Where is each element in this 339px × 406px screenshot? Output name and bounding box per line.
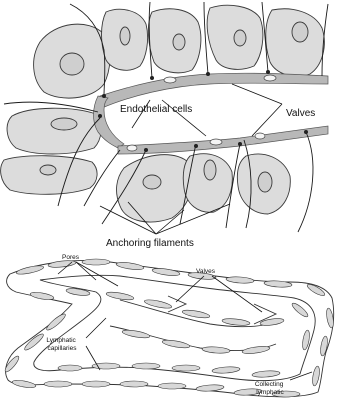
vessel-cell bbox=[202, 346, 230, 354]
top-panel: Endothelial cells Valves Anchoring filam… bbox=[1, 2, 328, 249]
label-lymphatic-capillaries-line1: Lymphatic bbox=[46, 337, 76, 344]
anchor-point bbox=[304, 130, 308, 134]
endothelial-nucleus bbox=[255, 133, 265, 139]
vessel-cell bbox=[45, 312, 67, 332]
vessel-cell bbox=[58, 365, 82, 371]
tissue-cells-bottom bbox=[117, 154, 291, 222]
cell-nucleus bbox=[51, 118, 77, 130]
vessel-branch bbox=[110, 326, 276, 351]
vessel-cell bbox=[30, 291, 55, 301]
leader-line bbox=[252, 104, 282, 136]
vessel-cell bbox=[16, 264, 45, 276]
valve bbox=[168, 296, 186, 312]
endothelial-cell bbox=[118, 126, 328, 154]
vessel-cell bbox=[226, 276, 254, 284]
anchor-point bbox=[266, 70, 270, 74]
label-valves-top: Valves bbox=[286, 108, 315, 119]
leader-line bbox=[76, 262, 118, 286]
endothelial-nucleus bbox=[210, 139, 222, 145]
vessel-endothelial-cells bbox=[3, 259, 334, 397]
vessel-cell bbox=[182, 309, 211, 320]
anchor-point bbox=[206, 72, 210, 76]
vessel-cell bbox=[12, 379, 37, 389]
vessel-cell bbox=[82, 259, 110, 265]
vessel-cell bbox=[319, 336, 328, 357]
label-collecting-lymphatic-line1: Collecting bbox=[255, 381, 284, 388]
vessel-cell bbox=[66, 287, 91, 296]
leader-line bbox=[86, 318, 106, 338]
tissue-cell bbox=[266, 9, 325, 77]
vessel-cell bbox=[158, 383, 186, 389]
anchor-point bbox=[144, 148, 148, 152]
vessel-cell bbox=[162, 339, 191, 350]
vessel-cell bbox=[152, 267, 181, 277]
anchor-point bbox=[238, 142, 242, 146]
label-collecting-lymphatic-line2: lymphatic bbox=[256, 389, 284, 396]
vessel-cell bbox=[196, 384, 224, 392]
leader-line bbox=[232, 84, 282, 104]
label-valves-bottom: Valves bbox=[196, 268, 216, 275]
label-anchoring-filaments: Anchoring filaments bbox=[106, 238, 194, 249]
anchor-point bbox=[102, 94, 106, 98]
vessel-cell bbox=[172, 365, 200, 371]
vessel-cell bbox=[106, 291, 135, 302]
endothelial-nucleus bbox=[264, 75, 276, 81]
lymphatic-vessel-network bbox=[6, 261, 334, 397]
vessel-cell bbox=[212, 366, 240, 374]
cell-nucleus bbox=[40, 165, 56, 175]
anchor-point bbox=[194, 144, 198, 148]
tissue-cell bbox=[7, 108, 101, 154]
vessel-cell bbox=[116, 261, 145, 271]
endothelial-nucleus bbox=[127, 145, 137, 151]
label-endothelial-cells: Endothelial cells bbox=[120, 104, 192, 115]
vessel-cell bbox=[306, 282, 326, 297]
anchor-point bbox=[150, 76, 154, 80]
cell-nucleus bbox=[292, 22, 308, 42]
cell-nucleus bbox=[60, 53, 84, 75]
tissue-cells-left bbox=[1, 108, 101, 194]
vessel-cell bbox=[264, 280, 292, 288]
vessel-cell bbox=[44, 381, 72, 387]
cell-nucleus bbox=[234, 30, 246, 46]
cell-nucleus bbox=[258, 172, 272, 192]
endothelial-cell bbox=[100, 73, 328, 108]
label-pores: Pores bbox=[62, 254, 80, 261]
vessel-cell bbox=[311, 366, 320, 387]
vessel-wall-outer bbox=[6, 261, 334, 397]
cell-nucleus bbox=[204, 160, 216, 180]
vessel-cell bbox=[3, 354, 20, 373]
vessel-cell bbox=[122, 329, 151, 340]
cell-nucleus bbox=[173, 34, 185, 50]
label-lymphatic-capillaries: Lymphatic capillaries bbox=[46, 337, 77, 352]
vessel-cell bbox=[132, 363, 160, 369]
leader-line bbox=[290, 372, 312, 380]
label-lymphatic-capillaries-line2: capillaries bbox=[48, 345, 78, 352]
cell-nucleus bbox=[120, 27, 130, 45]
anchor-point bbox=[98, 114, 102, 118]
anchoring-filament bbox=[298, 132, 313, 232]
label-collecting-lymphatic: Collecting lymphatic bbox=[255, 381, 285, 396]
bottom-panel: Pores Valves Lymphatic capillaries Colle… bbox=[3, 254, 334, 397]
cell-nucleus bbox=[143, 175, 161, 189]
anchoring-filament bbox=[204, 2, 208, 74]
endothelial-nucleus bbox=[164, 77, 176, 83]
vessel-cell bbox=[252, 370, 280, 378]
vessel-cell bbox=[120, 381, 148, 387]
vessel-cell bbox=[260, 317, 285, 326]
vessel-cell bbox=[222, 318, 250, 327]
vessel-cell bbox=[242, 345, 271, 355]
vessel-cell bbox=[82, 381, 110, 387]
leader-line bbox=[176, 276, 204, 302]
